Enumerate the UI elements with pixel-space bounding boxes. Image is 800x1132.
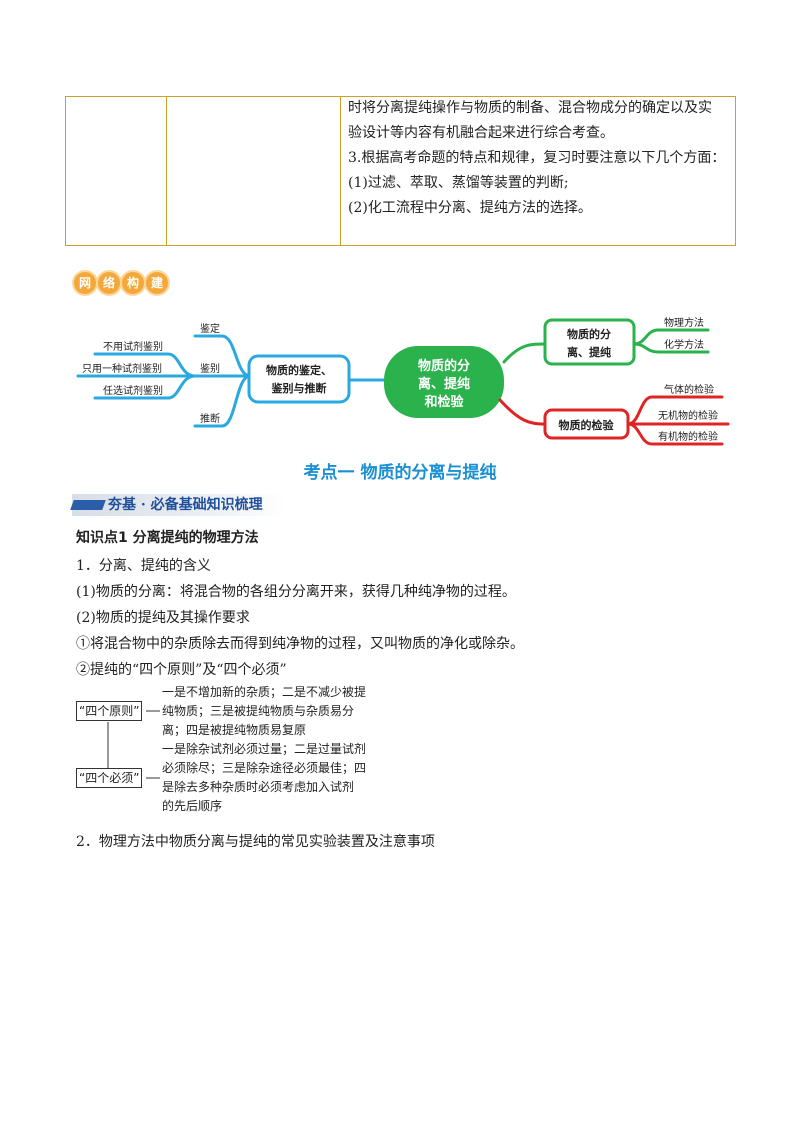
four-principles-label: “四个原则” <box>76 701 143 721</box>
right-top-label: 物质的分 <box>567 327 611 341</box>
content-line: ②提纯的“四个原则”及“四个必须” <box>76 662 287 678</box>
mind-map: 物质的鉴定、 鉴别与推断 鉴定 鉴别 推断 不用试剂鉴别 只用一种试剂鉴别 任选… <box>76 316 730 446</box>
right-bottom-label: 物质的检验 <box>559 418 615 432</box>
right-top-node <box>543 318 636 366</box>
content-line: ①将混合物中的杂质除去而得到纯净物的过程，又叫物质的净化或除杂。 <box>76 636 524 652</box>
banner-char: 网 <box>74 272 96 294</box>
branch-line <box>193 374 252 428</box>
banner-char: 构 <box>122 272 144 294</box>
left-node-label: 鉴别与推断 <box>271 381 327 395</box>
center-label: 和检验 <box>424 394 464 410</box>
left-branch-label: 鉴定 <box>200 322 220 335</box>
branch-line <box>498 398 547 426</box>
right-top-leaf: 物理方法 <box>664 316 704 329</box>
left-sub-label: 不用试剂鉴别 <box>103 340 163 353</box>
musts-text: 的先后顺序 <box>162 799 223 813</box>
left-node <box>247 354 351 404</box>
subsection-marker <box>70 500 106 510</box>
content-line: 1．分离、提纯的含义 <box>76 558 211 574</box>
center-label: 物质的分 <box>418 358 470 374</box>
table-text-line: 时将分离提纯操作与物质的制备、混合物成分的确定以及实 <box>348 100 712 116</box>
table-text-line: 验设计等内容有机融合起来进行综合考查。 <box>348 125 614 141</box>
left-node-label: 物质的鉴定、 <box>266 363 332 377</box>
top-table <box>65 96 736 246</box>
content-line: (1)物质的分离：将混合物的各组分分离开来，获得几种纯净物的过程。 <box>76 584 516 600</box>
four-musts-label: “四个必须” <box>76 768 143 788</box>
left-sub-label: 任选试剂鉴别 <box>103 384 163 397</box>
content-line: 2．物理方法中物质分离与提纯的常见实验装置及注意事项 <box>76 834 435 850</box>
left-branch-label: 鉴别 <box>200 362 220 375</box>
musts-text: 必须除尽；三是除杂途径必须最佳；四 <box>162 761 367 775</box>
left-sub-label: 只用一种试剂鉴别 <box>82 362 162 375</box>
branch-line <box>502 342 547 364</box>
network-banner: 网络构建 <box>74 272 170 294</box>
center-node <box>384 346 504 418</box>
principles-text: 离；四是被提纯物质易复原 <box>162 723 307 737</box>
right-bottom-leaf: 气体的检验 <box>664 383 714 396</box>
table-divider <box>340 96 341 246</box>
table-text-line: 3.根据高考命题的特点和规律，复习时要注意以下几个方面： <box>348 150 726 166</box>
banner-char: 络 <box>98 272 120 294</box>
center-label: 离、提纯 <box>418 376 470 392</box>
right-bottom-node <box>543 408 630 440</box>
right-top-leaf: 化学方法 <box>664 338 704 351</box>
knowledge-point-title: 知识点1 分离提纯的物理方法 <box>76 530 259 546</box>
principles-text: 纯物质；三是被提纯物质与杂质易分 <box>162 704 355 718</box>
table-text-line: (2)化工流程中分离、提纯方法的选择。 <box>348 200 592 216</box>
principles-text: 一是不增加新的杂质；二是不减少被提 <box>162 685 367 699</box>
right-bottom-leaf: 有机物的检验 <box>658 430 718 443</box>
right-top-label: 离、提纯 <box>567 345 611 359</box>
left-branch-label: 推断 <box>200 412 220 425</box>
branch-line <box>632 342 710 354</box>
right-bottom-leaf: 无机物的检验 <box>658 409 718 422</box>
table-divider <box>166 96 167 246</box>
subsection-title: 夯基 · 必备基础知识梳理 <box>108 497 263 513</box>
branch-line <box>626 422 724 446</box>
table-text-line: (1)过滤、萃取、蒸馏等装置的判断; <box>348 175 569 191</box>
content-line: (2)物质的提纯及其操作要求 <box>76 610 250 626</box>
principles-connector <box>107 710 160 779</box>
subsection-bar <box>72 494 284 516</box>
section-title: 考点一 物质的分离与提纯 <box>303 463 497 483</box>
branch-line <box>93 374 197 400</box>
musts-text: 是除去多种杂质时必须考虑加入试剂 <box>162 780 355 794</box>
musts-text: 一是除杂试剂必须过量；二是过量试剂 <box>162 742 367 756</box>
banner-char: 建 <box>146 272 168 294</box>
